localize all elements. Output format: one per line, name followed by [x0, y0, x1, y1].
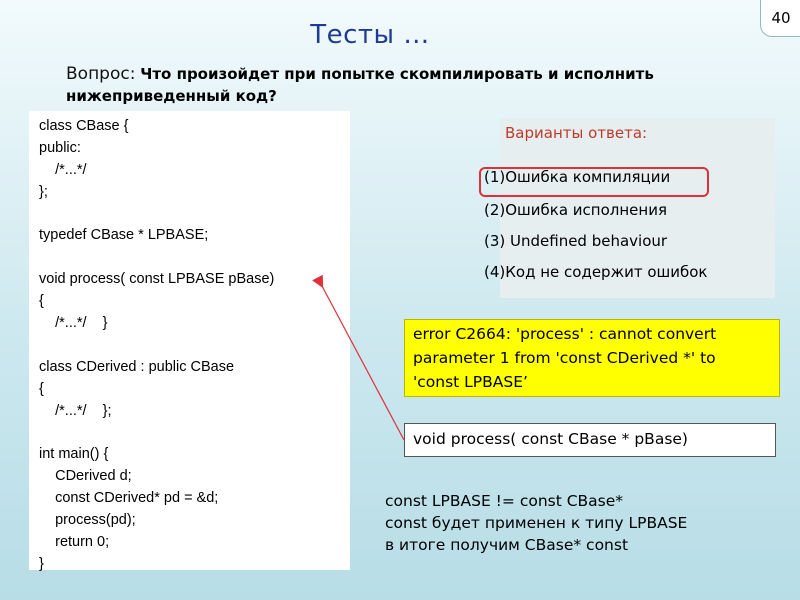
answers-title: Варианты ответа: — [505, 124, 648, 142]
answers-panel — [500, 118, 775, 298]
code-line: process(pd); — [39, 512, 136, 529]
code-line: /*...*/ — [39, 161, 87, 178]
answer-option-1: (1)Ошибка компиляции — [484, 168, 671, 186]
question-text-line2: нижеприведенный код? — [66, 87, 277, 105]
code-line: /*...*/ } — [39, 315, 108, 332]
question-label: Вопрос: — [66, 64, 136, 84]
slide-title: Тесты … — [310, 20, 430, 50]
question: Вопрос: Что произойдет при попытке скомп… — [66, 63, 766, 107]
compiler-error-box: error C2664: 'process' : cannot convert … — [404, 319, 780, 397]
code-line: void process( const LPBASE pBase) — [39, 271, 275, 288]
explanation: const LPBASE != const CBase* const будет… — [385, 490, 687, 556]
code-line: int main() { — [39, 446, 109, 463]
code-line: CDerived d; — [39, 468, 132, 485]
fixed-signature-box: void process( const CBase * pBase) — [404, 423, 776, 457]
error-line: parameter 1 from 'const CDerived *' to — [413, 349, 716, 367]
explanation-line: const будет применен к типу LPBASE — [385, 514, 688, 532]
code-line: public: — [39, 139, 81, 156]
code-listing: class CBase { public: /*...*/ }; typedef… — [29, 111, 350, 572]
code-line: } — [39, 555, 44, 572]
code-line: { — [39, 293, 44, 310]
question-text-line1: Что произойдет при попытке скомпилироват… — [140, 65, 654, 83]
answer-option-4: (4)Код не содержит ошибок — [484, 263, 708, 281]
arrow-line — [312, 274, 405, 441]
code-line: /*...*/ }; — [39, 402, 112, 419]
code-line: const CDerived* pd = &d; — [39, 490, 219, 507]
error-line: error C2664: 'process' : cannot convert — [413, 325, 717, 343]
correct-answer-highlight — [479, 167, 709, 197]
code-line: typedef CBase * LPBASE; — [39, 227, 209, 244]
code-line: { — [39, 380, 44, 397]
code-line: return 0; — [39, 533, 110, 550]
error-line: 'const LPBASE’ — [413, 373, 528, 391]
code-line: class CDerived : public CBase — [39, 358, 235, 375]
slide-number: 40 — [760, 0, 800, 37]
answer-option-3: (3) Undefined behaviour — [484, 232, 668, 250]
code-line: }; — [39, 183, 48, 200]
answer-option-2: (2)Ошибка исполнения — [484, 201, 667, 219]
explanation-line: const LPBASE != const CBase* — [385, 492, 624, 510]
code-line: class CBase { — [39, 118, 129, 134]
explanation-line: в итоге получим CBase* const — [385, 536, 629, 554]
